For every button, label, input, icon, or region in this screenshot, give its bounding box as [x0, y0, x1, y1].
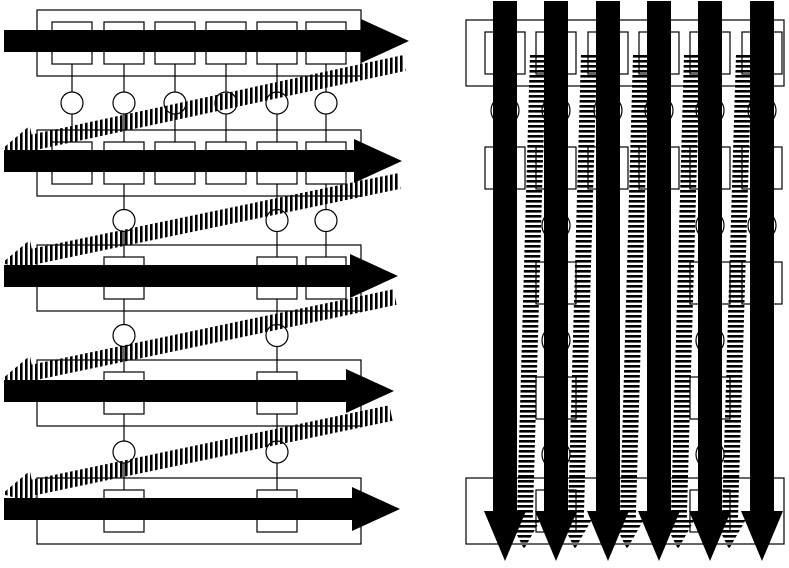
column-wise-scan-return-arrow-3 [611, 53, 649, 550]
column-wise-scan-return-arrow-4 [662, 53, 700, 550]
column-wise-scan-panel [465, 1, 785, 561]
row-wise-scan-scan-arrow-4 [4, 369, 394, 413]
row-wise-scan-return-arrow-4 [2, 405, 393, 505]
row-wise-scan-scan-arrow-2 [4, 139, 402, 183]
column-wise-scan-scan-arrow-4 [638, 1, 680, 561]
row-wise-scan-scan-arrow-3 [4, 254, 398, 298]
row-wise-scan-junction-circle [314, 91, 338, 115]
row-wise-scan-return-arrow-1 [2, 55, 406, 159]
row-wise-scan-return-arrow-3 [2, 289, 397, 390]
row-wise-scan-scan-arrow-1 [4, 19, 409, 63]
column-wise-scan-scan-arrow-5 [689, 1, 731, 561]
column-wise-scan-scan-arrow-2 [535, 1, 577, 561]
row-wise-scan-junction-circle [112, 91, 136, 115]
row-wise-scan-return-arrow-2 [2, 173, 401, 274]
column-wise-scan-scan-arrow-6 [741, 1, 783, 561]
column-wise-scan-return-arrow-2 [559, 53, 597, 550]
column-wise-scan-scan-arrow-3 [587, 1, 629, 561]
row-wise-scan-junction-circle [112, 323, 136, 348]
row-wise-scan-panel [2, 9, 409, 545]
row-wise-scan-junction-circle [60, 91, 84, 115]
row-wise-scan-junction-circle [314, 208, 338, 233]
row-wise-scan-scan-arrow-5 [4, 487, 400, 531]
column-wise-scan-return-arrow-1 [508, 53, 546, 550]
column-wise-scan-scan-arrow-1 [484, 1, 526, 561]
column-wise-scan-return-arrow-5 [713, 53, 752, 550]
